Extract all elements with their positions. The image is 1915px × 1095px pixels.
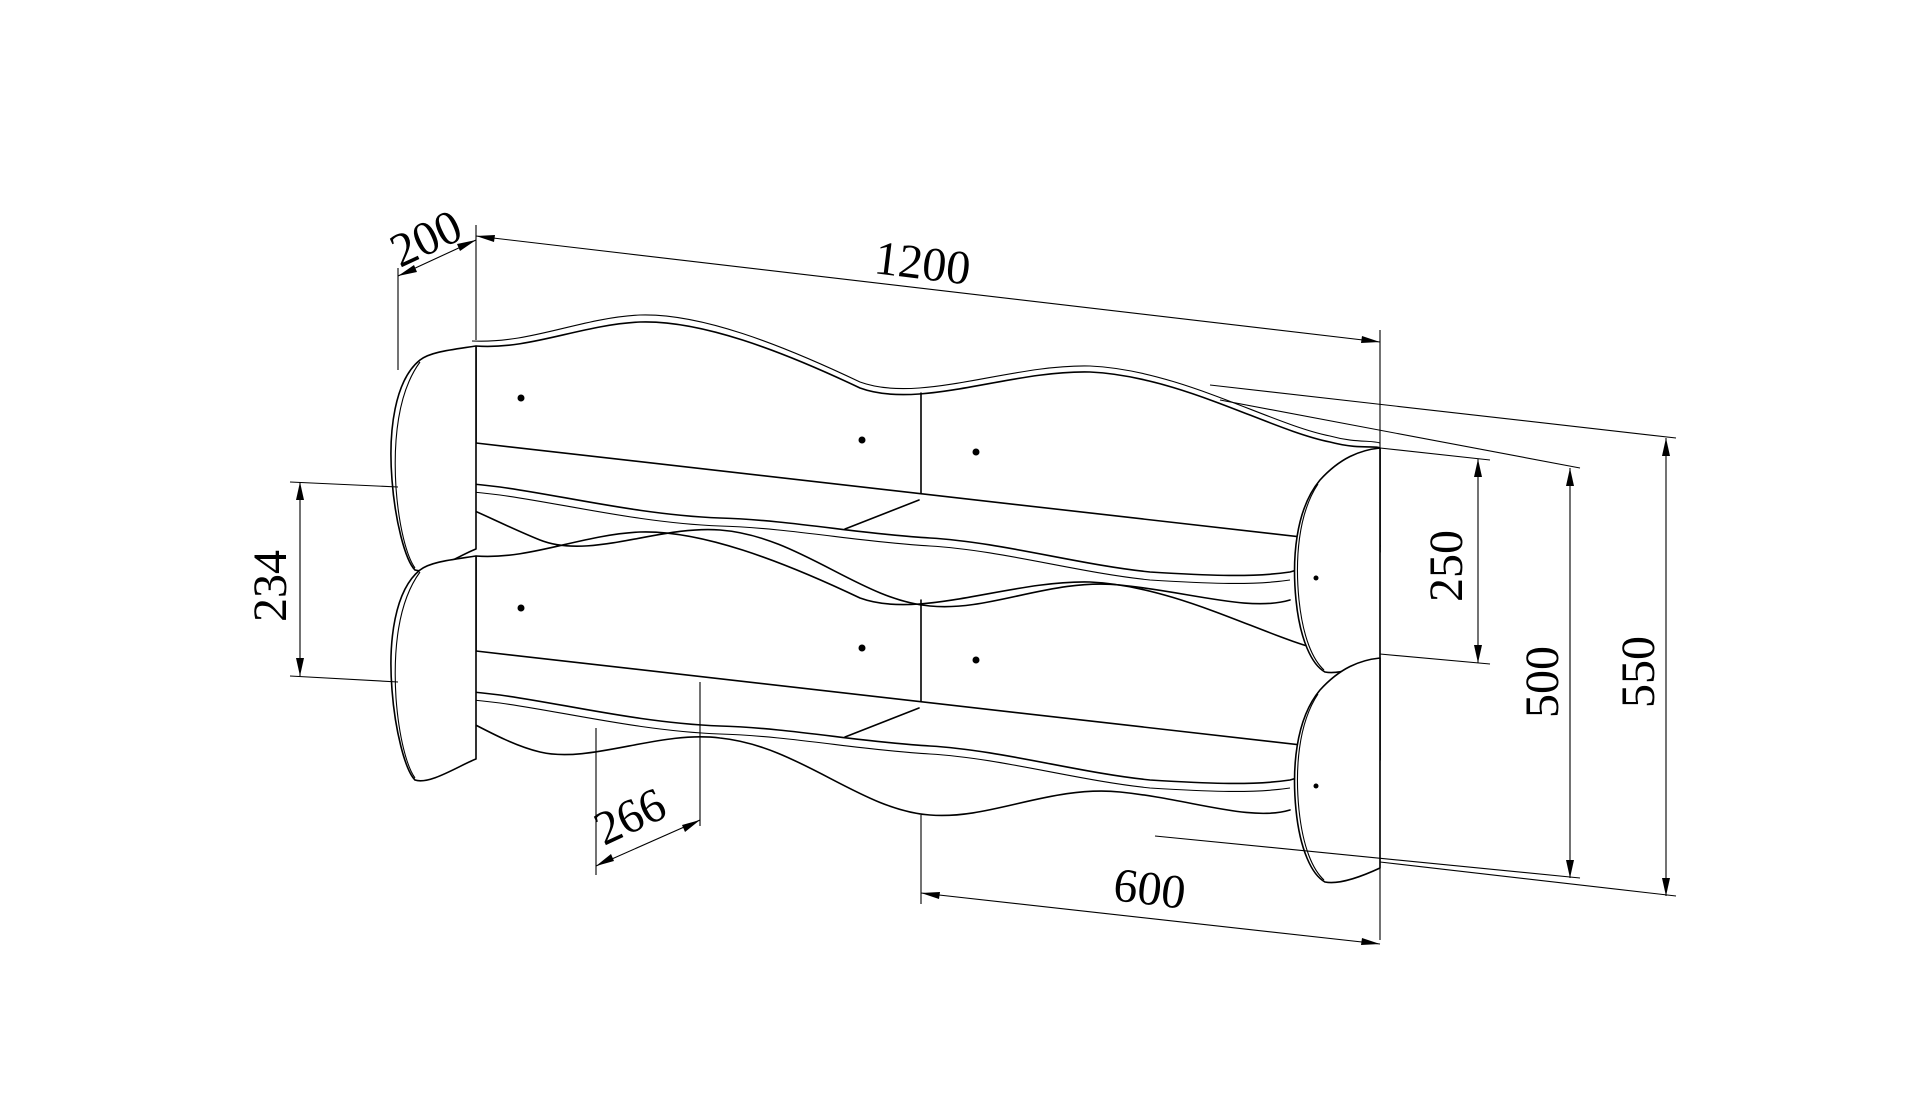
upper-shelf-underside-wave (397, 485, 1291, 608)
dim-500-label: 500 (1516, 646, 1569, 718)
mounting-holes (517, 394, 1319, 789)
lower-shelf-mid-joint (844, 707, 920, 738)
dim-600-label: 600 (1111, 858, 1189, 919)
upper-back-panel-top-edge (471, 314, 1381, 444)
dimension-shelf-gap: 234 (244, 481, 399, 683)
dimension-total-width: 1200 (475, 231, 1381, 940)
dimension-mid-height: 500 (1154, 399, 1581, 879)
dim-266-label: 266 (586, 778, 674, 856)
lower-shelf-front-edge (397, 693, 1291, 793)
upper-shelf-front-edge (397, 485, 1291, 585)
left-side-lower (390, 555, 477, 782)
right-side-lower (1293, 657, 1381, 884)
right-side-lower-front (1296, 693, 1325, 881)
dim-250-label: 250 (1420, 530, 1473, 602)
dim-234-label: 234 (244, 550, 297, 622)
right-side-upper (1293, 447, 1381, 674)
upper-shelf-top (397, 442, 1381, 577)
dimension-total-height: 550 (1209, 384, 1677, 897)
dimension-depth: 200 (382, 200, 477, 370)
left-side-upper-front (394, 361, 421, 569)
dim-200-label: 200 (382, 200, 470, 278)
dimension-tier-height: 250 (1379, 447, 1491, 665)
dimension-half-width: 600 (920, 815, 1381, 945)
lower-shelf-underside-wave (397, 693, 1291, 817)
right-side-upper-front (1296, 483, 1325, 671)
upper-back-panel (475, 321, 1381, 553)
lower-shelf-top (397, 650, 1381, 785)
left-side-lower-front (394, 571, 421, 779)
upper-shelf-mid-joint (844, 499, 920, 530)
dim-550-label: 550 (1612, 636, 1665, 708)
dim-1200-label: 1200 (872, 231, 974, 295)
